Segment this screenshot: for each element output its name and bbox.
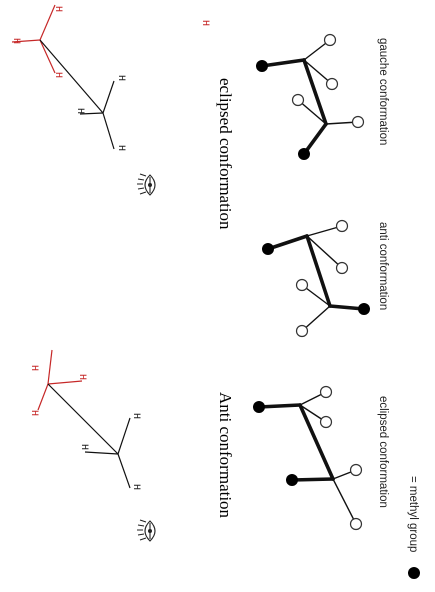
carbon-carbon-bond xyxy=(302,58,328,126)
bond xyxy=(306,235,343,269)
carbon-carbon-bond xyxy=(305,234,332,308)
hydrogen-label: H xyxy=(199,20,210,26)
hydrogen-ball xyxy=(349,517,363,531)
methyl-bond xyxy=(257,403,302,409)
methyl-ball xyxy=(358,303,370,315)
methyl-bond xyxy=(302,122,328,156)
back-bond xyxy=(11,39,41,43)
anti-sawhorse-3d: H H H H H H xyxy=(28,349,141,490)
hydrogen-ball xyxy=(323,33,337,47)
methyl-bond xyxy=(290,477,335,482)
hydrogen-ball xyxy=(335,261,349,275)
hydrogen-label: H xyxy=(115,145,126,151)
hydrogen-label: H xyxy=(78,444,89,450)
hydrogen-label: H xyxy=(130,484,141,490)
methyl-ball xyxy=(262,243,274,255)
hydrogen-ball xyxy=(349,463,363,477)
hydrogen-label: H xyxy=(52,72,63,78)
hydrogen-ball xyxy=(291,93,305,107)
back-bond xyxy=(47,349,53,385)
hydrogen-ball xyxy=(295,324,309,338)
legend: = methyl group xyxy=(407,476,420,579)
anti-title: Anti conformation xyxy=(216,392,235,519)
front-bond xyxy=(102,80,115,114)
methyl-ball xyxy=(286,474,298,486)
carbon-carbon-bond xyxy=(47,383,119,455)
eye-icon xyxy=(137,519,156,542)
hydrogen-label: H xyxy=(10,38,21,44)
hydrogen-label: H xyxy=(28,365,39,371)
hydrogen-label: H xyxy=(115,75,126,81)
hydrogen-ball xyxy=(319,415,333,429)
carbon-carbon-bond xyxy=(39,39,104,114)
eclipsed-ball-model xyxy=(253,385,363,531)
back-bond xyxy=(47,380,83,385)
gauche-caption: gauche conformation xyxy=(377,38,389,145)
hydrogen-ball xyxy=(335,219,349,233)
eclipsed-sawhorse-3d: H H H H H H H xyxy=(10,4,210,151)
hydrogen-label: H xyxy=(76,374,87,380)
legend-label: = methyl group xyxy=(407,476,419,552)
hydrogen-label: H xyxy=(52,6,63,12)
hydrogen-ball xyxy=(351,115,365,129)
front-bond xyxy=(102,112,115,150)
bond xyxy=(303,59,333,85)
hydrogen-ball xyxy=(319,385,333,399)
back-bond xyxy=(39,4,56,41)
hydrogen-label: H xyxy=(130,413,141,419)
bond xyxy=(301,305,331,332)
anti-caption: anti conformation xyxy=(377,222,389,310)
bond xyxy=(332,478,357,525)
legend-methyl-ball xyxy=(408,567,420,579)
methyl-bond xyxy=(260,58,306,68)
anti-ball-model xyxy=(262,219,370,338)
methyl-ball xyxy=(298,148,310,160)
methyl-bond xyxy=(266,234,309,251)
eclipsed-caption: eclipsed conformation xyxy=(377,396,389,508)
back-bond xyxy=(37,383,49,411)
hydrogen-label: H xyxy=(74,108,85,114)
hydrogen-label: H xyxy=(28,410,39,416)
gauche-ball-model xyxy=(256,33,365,160)
back-bond xyxy=(39,39,56,74)
hydrogen-ball xyxy=(295,278,309,292)
front-bond xyxy=(117,417,131,455)
eclipsed-title: eclipsed conformation xyxy=(216,78,235,230)
bond xyxy=(297,99,327,125)
eye-icon xyxy=(137,173,156,196)
methyl-ball xyxy=(256,60,268,72)
carbon-carbon-bond xyxy=(298,403,335,481)
methyl-ball xyxy=(253,401,265,413)
front-bond xyxy=(117,453,131,489)
front-bond xyxy=(79,112,104,115)
front-bond xyxy=(84,451,119,455)
hydrogen-ball xyxy=(325,77,339,91)
